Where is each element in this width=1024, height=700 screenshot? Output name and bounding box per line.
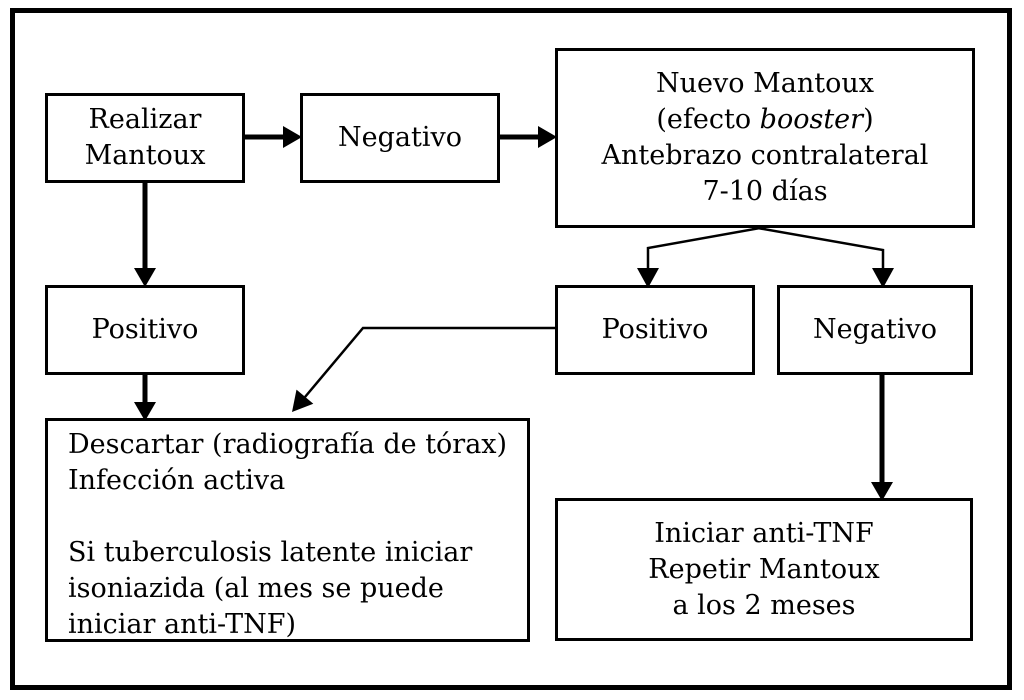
- node-descartar-infeccion-activa: Descartar (radiografía de tórax) Infecci…: [45, 418, 530, 642]
- node-negativo-top: Negativo: [300, 93, 500, 183]
- node-label: Negativo: [338, 122, 462, 153]
- node-label: Nuevo Mantoux: [656, 68, 874, 99]
- node-label: Positivo: [91, 314, 199, 345]
- node-label: 7-10 días: [702, 176, 828, 207]
- diagram-outer-border: [10, 8, 1012, 690]
- booster-suffix: ): [863, 104, 874, 135]
- node-label: isoniazida (al mes se puede: [68, 573, 444, 604]
- node-label: Repetir Mantoux: [648, 553, 880, 585]
- node-label: Si tuberculosis latente iniciar: [68, 537, 473, 568]
- node-label: Mantoux: [84, 140, 206, 171]
- node-label: (efecto booster): [656, 102, 873, 138]
- node-nuevo-mantoux-booster: Nuevo Mantoux (efecto booster) Antebrazo…: [555, 48, 975, 228]
- node-positivo-middle: Positivo: [555, 285, 755, 375]
- node-label: Infección activa: [68, 465, 286, 496]
- node-label: iniciar anti-TNF): [68, 609, 297, 640]
- node-label: a los 2 meses: [672, 589, 856, 621]
- node-realizar-mantoux: Realizar Mantoux: [45, 93, 245, 183]
- booster-prefix: (efecto: [656, 104, 760, 135]
- node-label: Positivo: [601, 314, 709, 345]
- node-iniciar-anti-tnf: Iniciar anti-TNF Repetir Mantoux a los 2…: [555, 498, 973, 641]
- node-label: Realizar: [88, 104, 202, 135]
- node-label: Antebrazo contralateral: [601, 140, 929, 171]
- node-label: Descartar (radiografía de tórax): [68, 429, 508, 460]
- booster-italic: booster: [759, 104, 864, 135]
- node-label: Negativo: [813, 314, 937, 345]
- node-negativo-middle: Negativo: [777, 285, 973, 375]
- node-label: Iniciar anti-TNF: [654, 517, 874, 549]
- node-positivo-left: Positivo: [45, 285, 245, 375]
